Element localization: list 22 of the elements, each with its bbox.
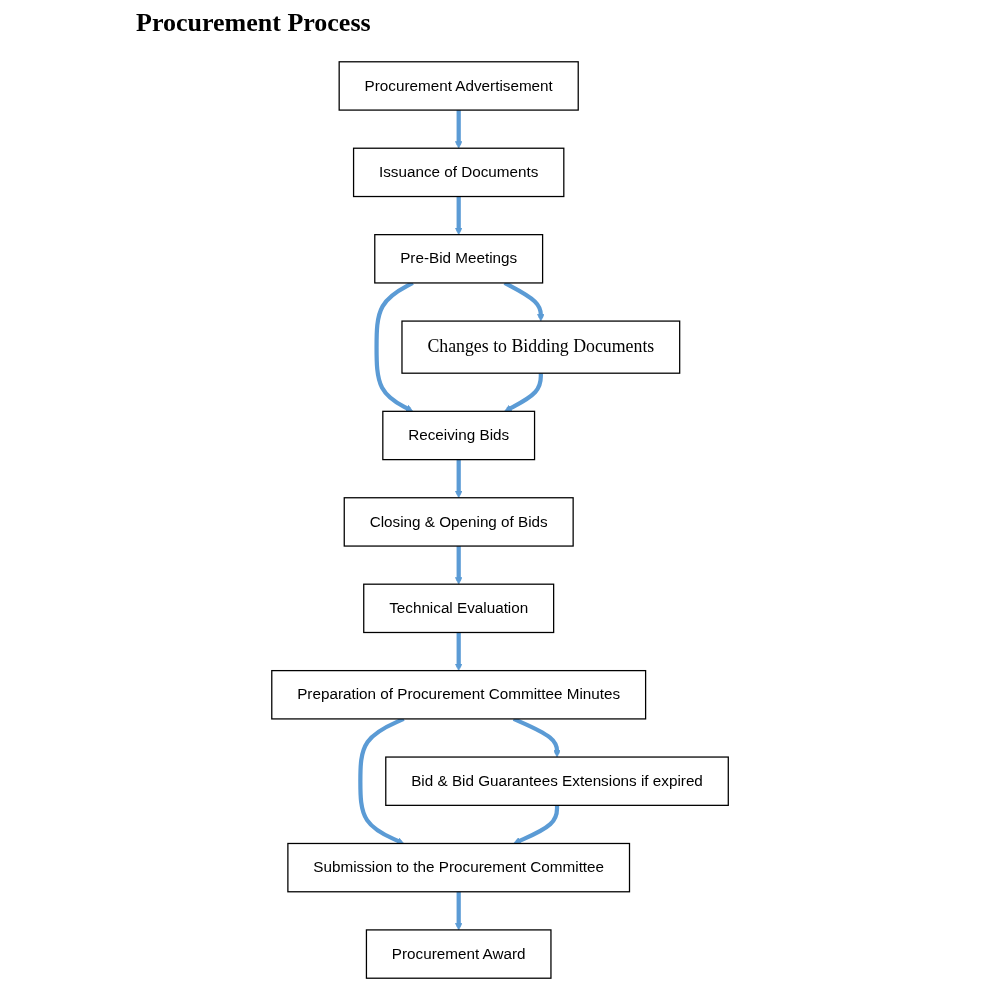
arrow — [504, 373, 544, 412]
node-box: Receiving Bids — [382, 410, 536, 461]
arrow — [455, 110, 463, 149]
diagram-title: Procurement Process — [136, 8, 371, 38]
node-box: Procurement Advertisement — [339, 61, 580, 111]
arrow — [455, 196, 463, 235]
node-box: Preparation of Procurement Committee Minutes — [271, 670, 647, 720]
node-box: Issuance of Documents — [353, 147, 565, 198]
node-box: Technical Evaluation — [363, 583, 555, 634]
arrow — [455, 891, 463, 931]
arrow — [513, 805, 560, 845]
arrow — [455, 459, 463, 499]
node-box: Changes to Bidding Documents — [401, 320, 681, 374]
arrow — [455, 546, 463, 585]
node-box: Pre-Bid Meetings — [374, 234, 544, 284]
arrow — [455, 632, 463, 671]
arrow — [374, 281, 415, 412]
node-box: Submission to the Procurement Committee — [287, 842, 631, 893]
node-box: Procurement Award — [366, 929, 553, 979]
node-box: Bid & Bid Guarantees Extensions if expired — [385, 756, 730, 806]
node-box: Closing & Opening of Bids — [344, 497, 575, 547]
arrow — [504, 281, 546, 322]
